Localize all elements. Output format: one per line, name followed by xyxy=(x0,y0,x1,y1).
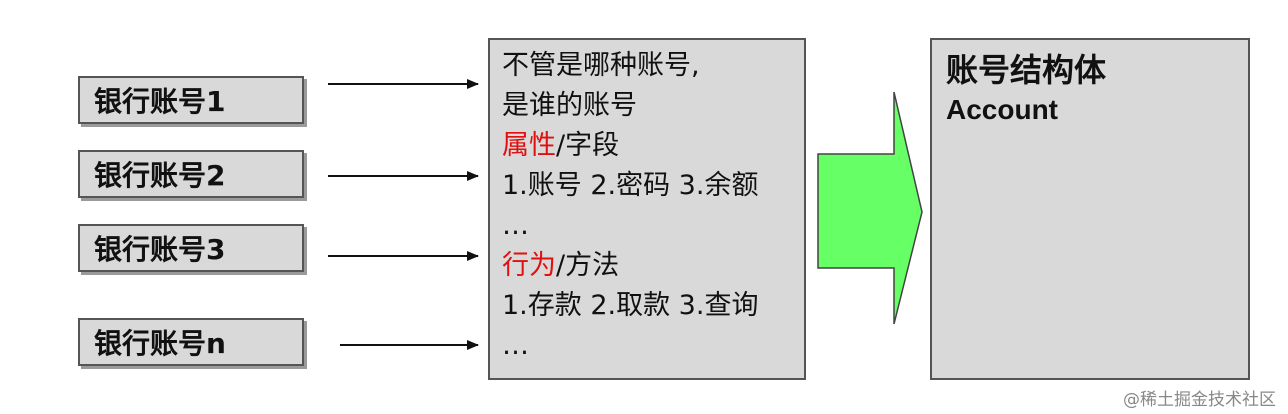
bank-account-box-3: 银行账号3 xyxy=(78,224,304,272)
description-line: … xyxy=(502,326,804,366)
description-text: 是谁的账号 xyxy=(502,90,637,121)
watermark: @稀土掘金技术社区 xyxy=(1123,390,1276,410)
description-line: 行为/方法 xyxy=(502,246,804,286)
bank-account-label: 银行账号1 xyxy=(94,85,226,118)
description-line: 不管是哪种账号, xyxy=(502,46,804,86)
description-text: … xyxy=(502,210,529,241)
description-line: … xyxy=(502,206,804,246)
description-line: 1.账号 2.密码 3.余额 xyxy=(502,166,804,206)
bank-account-label: 银行账号2 xyxy=(94,159,226,192)
bank-account-label: 银行账号n xyxy=(94,327,226,360)
description-text: /字段 xyxy=(556,130,620,161)
account-struct-box: 账号结构体 Account xyxy=(930,38,1250,380)
description-text: 不管是哪种账号, xyxy=(502,50,700,81)
description-box: 不管是哪种账号, 是谁的账号属性/字段 1.账号 2.密码 3.余额 … 行为/方法 1.… xyxy=(488,38,806,380)
struct-name: Account xyxy=(946,94,1058,125)
description-text: /方法 xyxy=(556,250,620,281)
struct-title: 账号结构体 xyxy=(946,51,1107,89)
description-line: 是谁的账号 xyxy=(502,86,804,126)
bank-account-box-2: 银行账号2 xyxy=(78,150,304,198)
highlight-term: 行为 xyxy=(502,250,556,281)
description-text: 1.账号 2.密码 3.余额 xyxy=(502,170,759,201)
bank-account-label: 银行账号3 xyxy=(94,233,226,266)
description-text: … xyxy=(502,330,529,361)
bank-account-box-n: 银行账号n xyxy=(78,318,304,366)
highlight-term: 属性 xyxy=(502,130,556,161)
bank-account-box-1: 银行账号1 xyxy=(78,76,304,124)
description-line: 属性/字段 xyxy=(502,126,804,166)
description-text: 1.存款 2.取款 3.查询 xyxy=(502,290,759,321)
description-line: 1.存款 2.取款 3.查询 xyxy=(502,286,804,326)
big-green-arrow xyxy=(817,91,923,325)
